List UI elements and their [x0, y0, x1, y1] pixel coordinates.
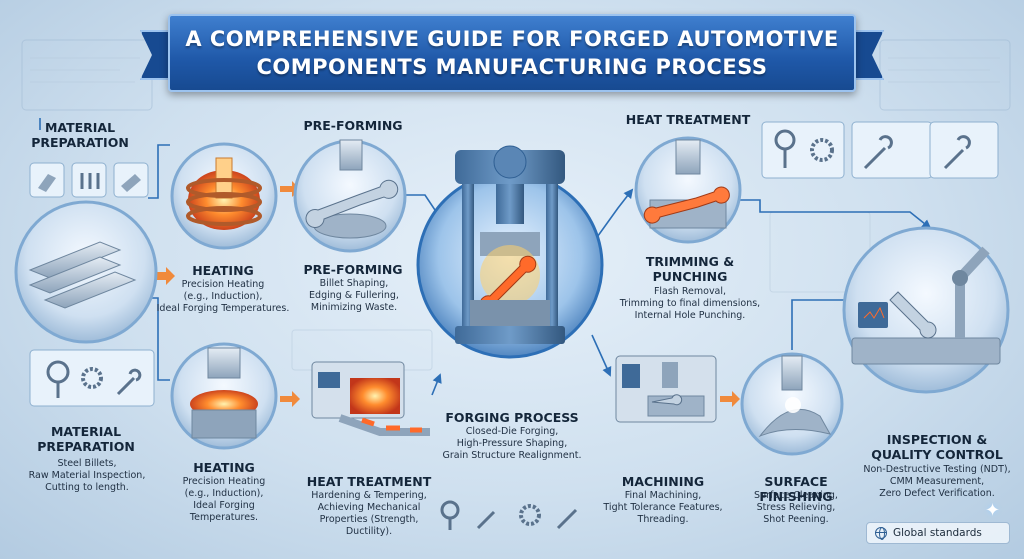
top-heating-desc-line1: Precision Heating — [181, 279, 265, 290]
step-circle-inspection — [842, 226, 1010, 394]
bottom-material-desc-line3: Cutting to length. — [45, 482, 129, 493]
pre-forming-description: Billet Shaping, Edging & Fullering, Mini… — [298, 278, 410, 314]
inspection-desc-line1: Non-Destructive Testing (NDT), — [863, 464, 1011, 475]
surface-finishing-label: SURFACE FINISHING — [759, 474, 833, 504]
inspection-label-line2: QUALITY CONTROL — [871, 447, 1003, 462]
forging-desc-line1: Closed-Die Forging, — [465, 426, 559, 437]
title-banner: A COMPREHENSIVE GUIDE FOR FORGED AUTOMOT… — [168, 14, 856, 92]
bottom-heating-desc-line2: (e.g., Induction), — [184, 488, 264, 499]
bottom-material-desc-line1: Steel Billets, — [57, 458, 117, 469]
step-circle-trimming — [634, 136, 742, 244]
machining-desc-line2: Tight Tolerance Features, — [603, 502, 723, 513]
top-material-preparation-label: MATERIAL PREPARATION — [20, 120, 140, 150]
surface-finishing-desc-line1: Surface Cleaning, — [754, 490, 838, 501]
trimming-label-line1: TRIMMING & — [645, 254, 735, 269]
bottom-tools-icons — [440, 500, 578, 530]
top-material-label-line2: PREPARATION — [31, 135, 129, 150]
sparkle-icon: ✦ — [985, 500, 1001, 521]
step-circle-material — [14, 200, 158, 344]
step-circle-forging — [416, 145, 604, 359]
pre-forming-desc-line3: Minimizing Waste. — [310, 302, 398, 313]
global-standards-badge: Global standards — [866, 522, 1010, 544]
trimming-desc-line2: Trimming to final dimensions, — [619, 298, 761, 309]
machining-desc-line1: Final Machining, — [624, 490, 702, 501]
trimming-label-line2: PUNCHING — [652, 269, 728, 284]
bottom-material-label-line2: PREPARATION — [37, 439, 135, 454]
surface-finishing-description: Surface Cleaning, Stress Relieving, Shot… — [736, 490, 856, 526]
bottom-heat-treatment-label: HEAT TREATMENT — [306, 474, 432, 489]
pre-forming-header-label: PRE-FORMING — [303, 118, 403, 133]
top-heating-label: HEATING — [192, 263, 254, 278]
inspection-label: INSPECTION & QUALITY CONTROL — [862, 432, 1012, 462]
bottom-heating-desc-line4: Temperatures. — [189, 512, 259, 523]
forging-process-label: FORGING PROCESS — [445, 410, 579, 425]
material-icon-row — [29, 162, 149, 198]
trimming-description: Flash Removal, Trimming to final dimensi… — [604, 286, 776, 322]
machining-desc-line3: Threading. — [637, 514, 689, 525]
forging-desc-line2: High-Pressure Shaping, — [456, 438, 568, 449]
pre-forming-desc-line1: Billet Shaping, — [319, 278, 389, 289]
trimming-punching-label: TRIMMING & PUNCHING — [628, 254, 752, 284]
inspection-desc-line3: Zero Defect Verification. — [879, 488, 995, 499]
bottom-heating-label: HEATING — [193, 460, 255, 475]
step-circle-heating — [170, 142, 278, 250]
step-circle-pre-forming — [293, 139, 407, 253]
top-material-label-line1: MATERIAL — [44, 120, 116, 135]
machine-heat-treatment — [311, 361, 430, 436]
machining-label: MACHINING — [621, 474, 705, 489]
heat-treatment-desc-line3: Properties (Strength, — [319, 514, 419, 525]
bottom-material-description: Steel Billets, Raw Material Inspection, … — [20, 458, 154, 494]
forging-desc-line3: Grain Structure Realignment. — [442, 450, 582, 461]
bottom-material-desc-line2: Raw Material Inspection, — [28, 470, 146, 481]
inspection-label-line1: INSPECTION & — [886, 432, 988, 447]
step-circle-heating-bottom — [170, 342, 278, 450]
inspection-description: Non-Destructive Testing (NDT), CMM Measu… — [858, 464, 1016, 500]
heat-treatment-desc-line4: Ductility). — [345, 526, 393, 537]
top-heating-desc-line3: Ideal Forging Temperatures. — [156, 303, 290, 314]
bottom-heating-desc-line3: Ideal Forging — [193, 500, 255, 511]
heat-treatment-header-label: HEAT TREATMENT — [625, 112, 751, 127]
bottom-material-preparation-label: MATERIAL PREPARATION — [26, 424, 146, 454]
top-heating-description: Precision Heating (e.g., Induction), Ide… — [150, 279, 296, 315]
heat-treatment-desc-line2: Achieving Mechanical — [317, 502, 421, 513]
bottom-heat-treatment-description: Hardening & Tempering, Achieving Mechani… — [300, 490, 438, 538]
surface-finishing-desc-line3: Shot Peening. — [763, 514, 829, 525]
globe-icon — [875, 527, 887, 540]
surface-finishing-desc-line2: Stress Relieving, — [756, 502, 836, 513]
flow-connectors — [39, 118, 932, 396]
trimming-desc-line3: Internal Hole Punching. — [634, 310, 746, 321]
bottom-material-label-line1: MATERIAL — [50, 424, 122, 439]
machining-description: Final Machining, Tight Tolerance Feature… — [592, 490, 734, 526]
machine-machining — [615, 355, 717, 423]
step-circle-surface-finishing — [740, 352, 844, 456]
top-heating-desc-line2: (e.g., Induction), — [183, 291, 263, 302]
inspection-desc-line2: CMM Measurement, — [889, 476, 985, 487]
page-title-line1: A COMPREHENSIVE GUIDE FOR FORGED AUTOMOT… — [185, 27, 839, 51]
bottom-left-icon-box — [29, 349, 155, 407]
heat-treatment-desc-line1: Hardening & Tempering, — [311, 490, 427, 501]
page-title-line2: COMPONENTS MANUFACTURING PROCESS — [256, 55, 768, 79]
global-standards-label: Global standards — [893, 527, 982, 539]
bottom-heating-desc-line1: Precision Heating — [182, 476, 266, 487]
bottom-heating-description: Precision Heating (e.g., Induction), Ide… — [164, 476, 284, 524]
trimming-desc-line1: Flash Removal, — [653, 286, 727, 297]
pre-forming-desc-line2: Edging & Fullering, — [309, 290, 399, 301]
forging-process-description: Closed-Die Forging, High-Pressure Shapin… — [434, 426, 590, 462]
pre-forming-label: PRE-FORMING — [303, 262, 403, 277]
top-right-icon-boxes — [761, 121, 999, 179]
